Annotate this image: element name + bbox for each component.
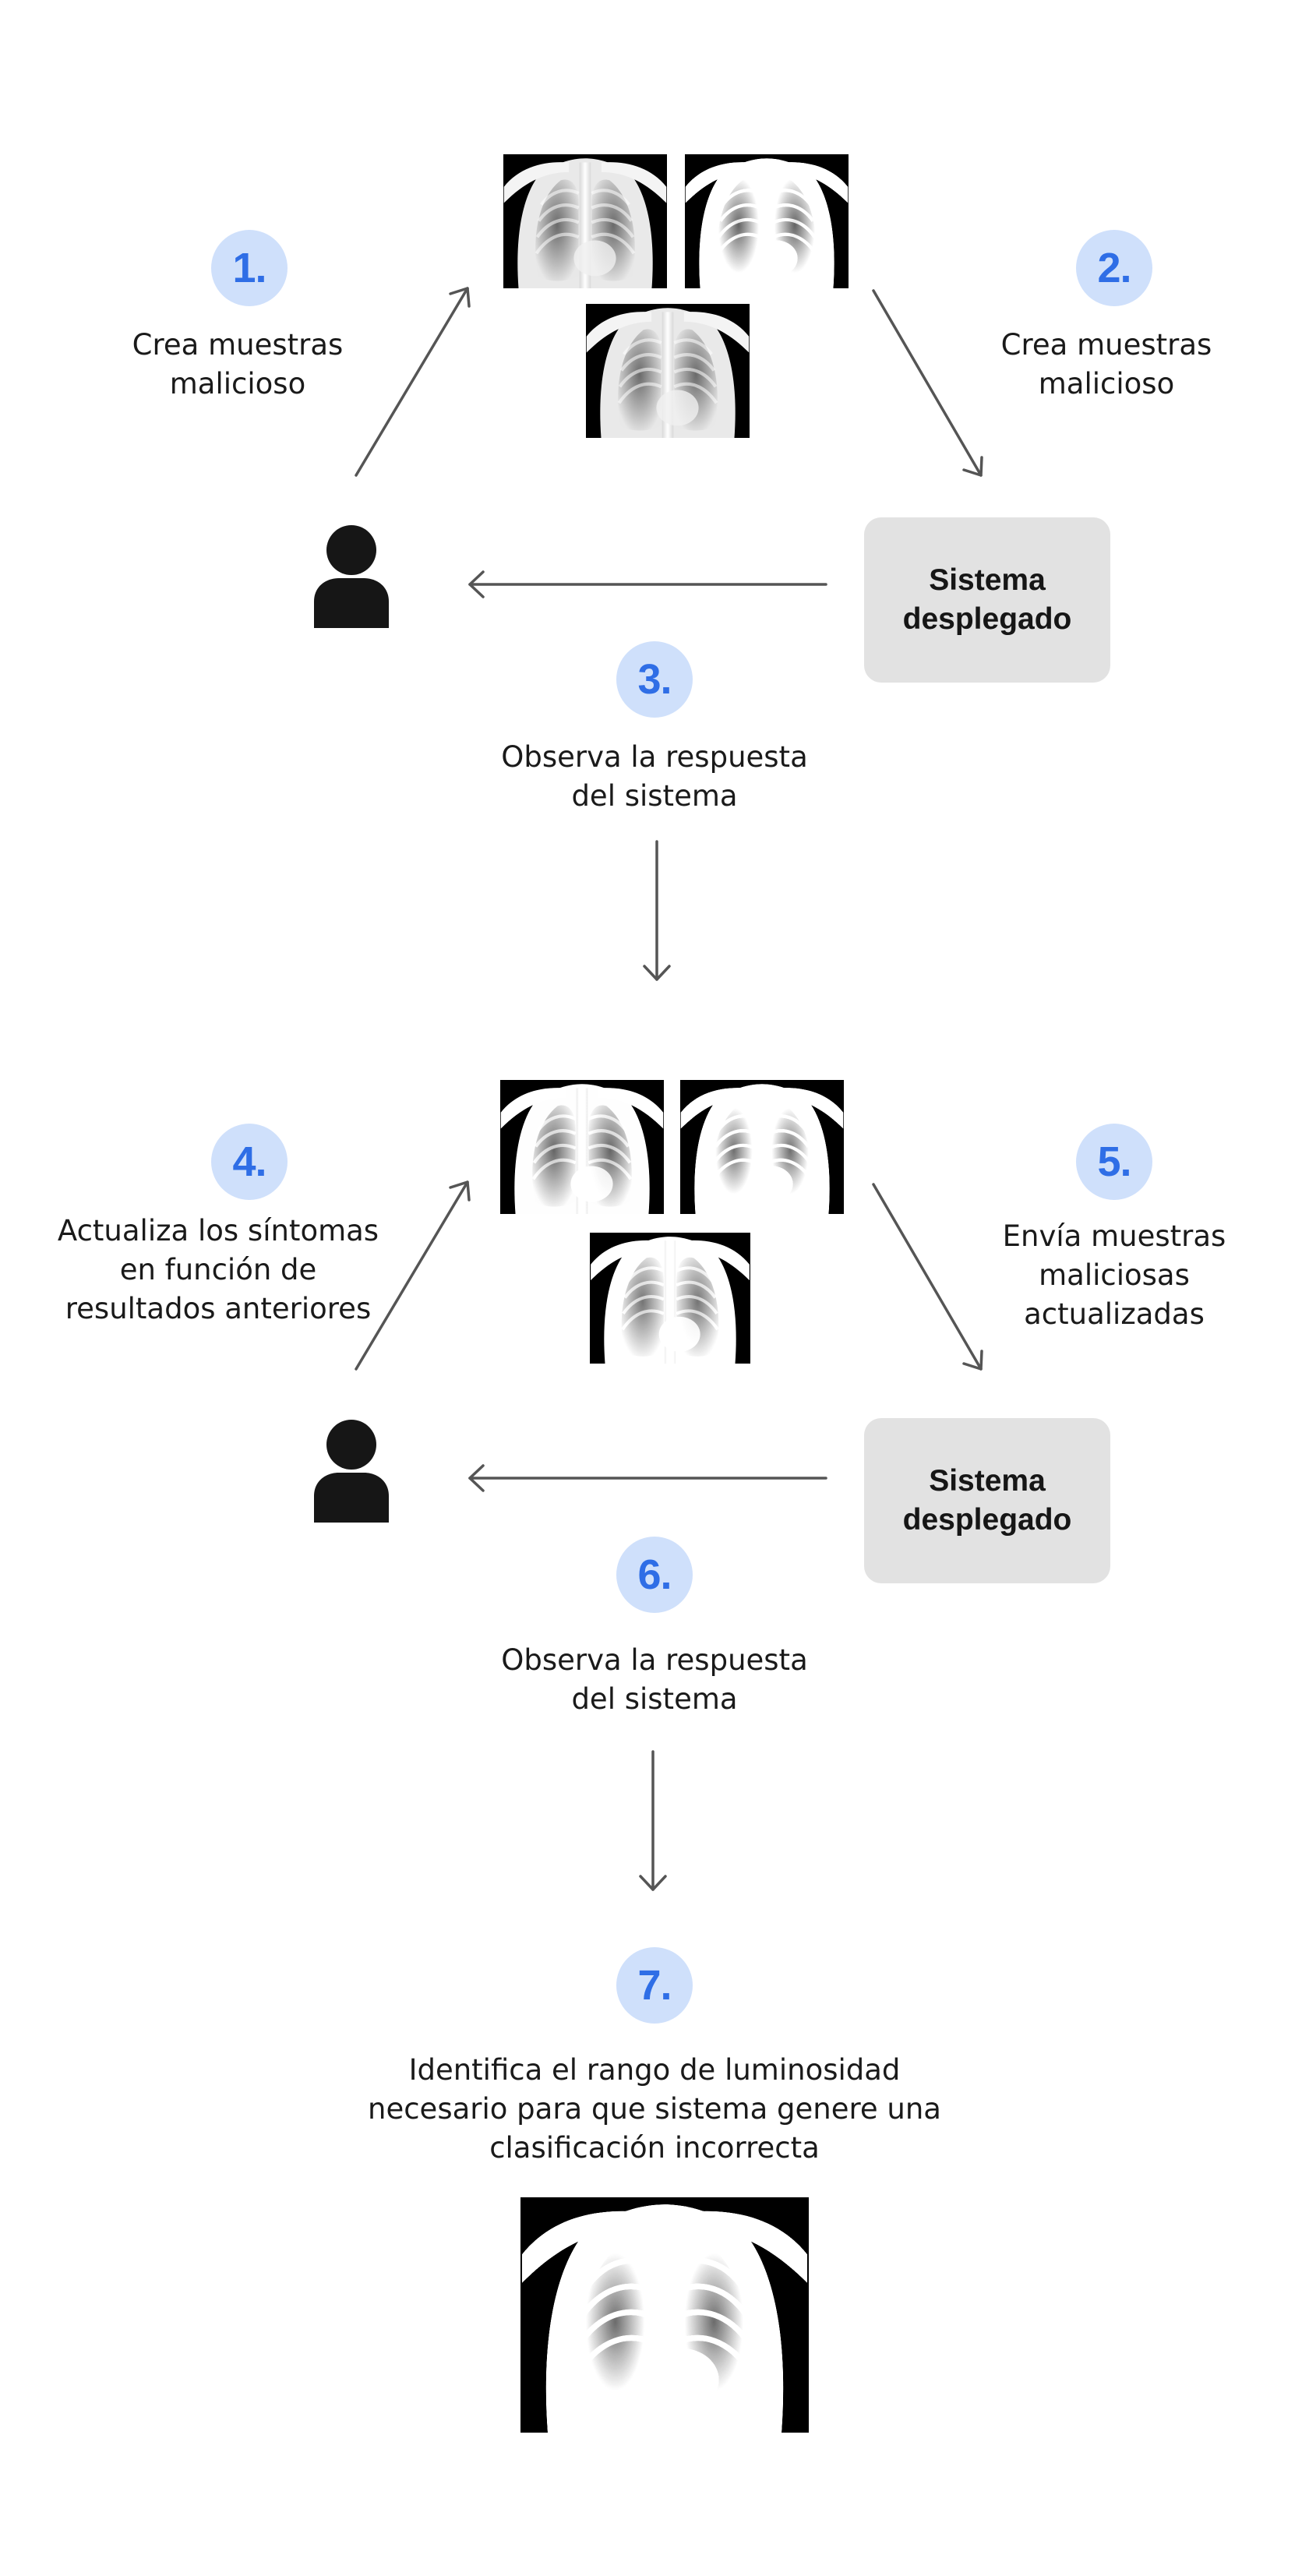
arrow-icon: [639, 1750, 667, 1891]
step-4-label: Actualiza los síntomas en función de res…: [57, 1214, 379, 1325]
step-6-badge: 6.: [616, 1537, 693, 1613]
step-3-label: Observa la respuesta del sistema: [501, 740, 808, 813]
deployed-system-box-1: Sistema desplegado: [864, 517, 1110, 683]
step-3-badge: 3.: [616, 641, 693, 718]
xray-sample-2a: [500, 1080, 664, 1214]
step-3-number: 3.: [637, 656, 672, 703]
step-5-number: 5.: [1097, 1138, 1131, 1185]
step-1-number: 1.: [232, 245, 266, 291]
step-4-badge: 4.: [211, 1124, 288, 1200]
deployed-system-label-1: Sistema desplegado: [902, 563, 1072, 636]
user-icon: [314, 1418, 389, 1523]
step-2-label: Crea muestras malicioso: [1000, 328, 1212, 401]
xray-result-image: [520, 2197, 809, 2433]
xray-sample-1c: [586, 304, 750, 438]
deployed-system-label-2: Sistema desplegado: [902, 1464, 1072, 1537]
step-5-badge: 5.: [1076, 1124, 1152, 1200]
step-7-label: Identifica el rango de luminosidad neces…: [368, 2053, 941, 2165]
step-5-label: Envía muestras maliciosas actualizadas: [1002, 1219, 1226, 1331]
step-6-label: Observa la respuesta del sistema: [501, 1643, 808, 1716]
xray-sample-2b: [680, 1080, 844, 1214]
step-1-badge: 1.: [211, 230, 288, 306]
step-6-number: 6.: [637, 1551, 672, 1598]
step-7-number: 7.: [637, 1962, 672, 2009]
step-1-label: Crea muestras malicioso: [132, 328, 344, 401]
deployed-system-box-2: Sistema desplegado: [864, 1418, 1110, 1583]
step-4-number: 4.: [232, 1138, 266, 1185]
xray-sample-1a: [503, 154, 667, 288]
arrow-icon: [468, 570, 827, 598]
arrow-icon: [643, 840, 671, 981]
user-icon: [314, 524, 389, 628]
step-2-number: 2.: [1097, 245, 1131, 291]
arrow-icon: [468, 1464, 827, 1492]
step-2-badge: 2.: [1076, 230, 1152, 306]
xray-sample-1b: [685, 154, 849, 288]
step-7-badge: 7.: [616, 1947, 693, 2024]
xray-sample-2c: [590, 1233, 750, 1364]
